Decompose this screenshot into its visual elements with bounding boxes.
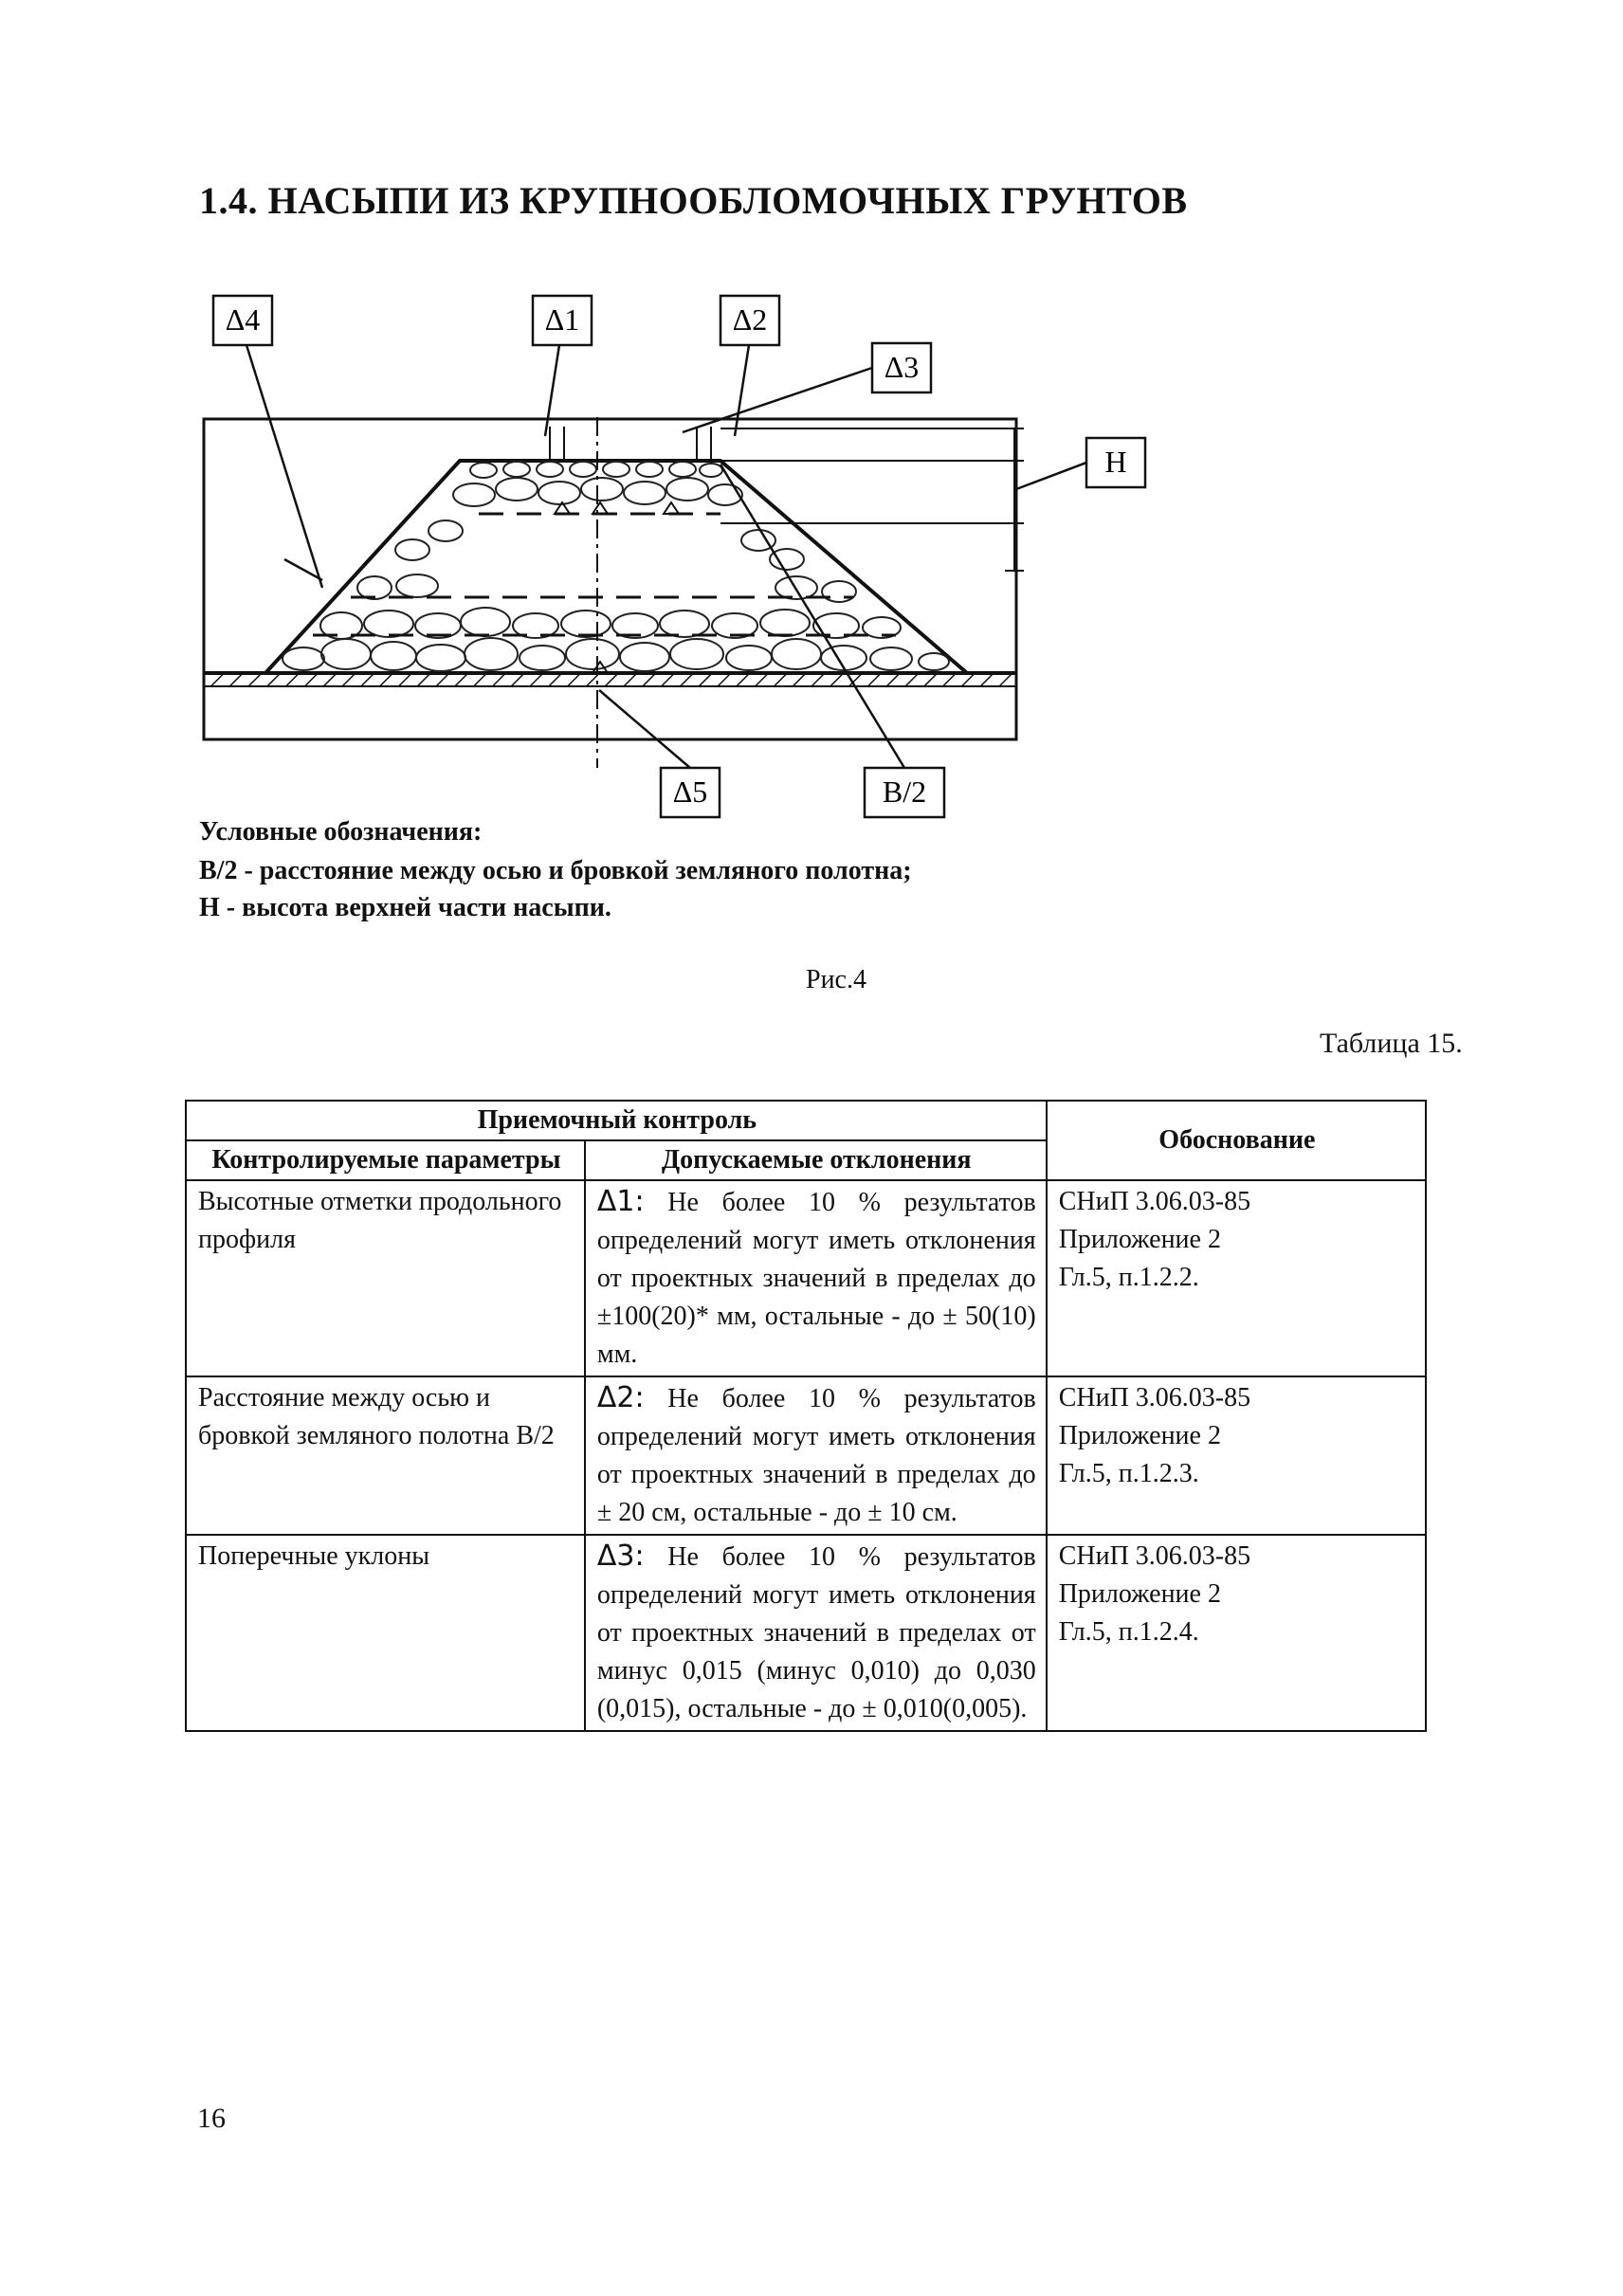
table-header-row-2: Контролируемые параметры Допускаемые отк…	[185, 1139, 1426, 1181]
delta-symbol: Δ3:	[596, 1540, 645, 1573]
stone-fill	[282, 461, 950, 672]
basis-norm: СНиП 3.06.03-85	[1058, 1383, 1251, 1412]
parameter-cell: Расстояние между осью и бровкой земляног…	[185, 1376, 586, 1536]
svg-text:Δ3: Δ3	[884, 350, 920, 384]
basis-clause: Гл.5, п.1.2.3.	[1058, 1459, 1199, 1488]
basis-appendix: Приложение 2	[1058, 1225, 1221, 1254]
group-header: Приемочный контроль	[185, 1100, 1048, 1141]
delta-symbol: Δ1:	[596, 1185, 645, 1218]
parameter-cell: Высотные отметки продольного профиля	[185, 1179, 586, 1377]
col-basis-header: Обоснование	[1045, 1100, 1428, 1181]
page-number: 16	[197, 2103, 226, 2134]
basis-clause: Гл.5, п.1.2.4.	[1058, 1617, 1199, 1647]
ground-hatch	[204, 673, 1016, 686]
basis-cell: СНиП 3.06.03-85 Приложение 2 Гл.5, п.1.2…	[1045, 1179, 1428, 1377]
deviation-cell: Δ2: Не более 10 % результатов определени…	[583, 1376, 1048, 1536]
legend-line-h: H - высота верхней части насыпи.	[199, 893, 611, 922]
basis-cell: СНиП 3.06.03-85 Приложение 2 Гл.5, п.1.2…	[1045, 1534, 1428, 1732]
svg-text:H: H	[1104, 445, 1126, 479]
svg-text:B/2: B/2	[883, 774, 926, 809]
label-d1: Δ1	[531, 294, 593, 347]
label-d3: Δ3	[870, 341, 933, 394]
table-row: Расстояние между осью и бровкой земляног…	[185, 1376, 1428, 1536]
embankment-body	[261, 459, 973, 675]
embankment-diagram: Δ4 Δ1 Δ2 Δ3 H Δ5 B/2	[202, 294, 1147, 819]
table-row: Высотные отметки продольного профиля Δ1:…	[185, 1179, 1428, 1377]
deviation-cell: Δ3: Не более 10 % результатов определени…	[583, 1534, 1048, 1732]
parameter-cell: Поперечные уклоны	[185, 1534, 586, 1732]
label-d4: Δ4	[211, 294, 274, 347]
legend-heading: Условные обозначения:	[199, 817, 483, 847]
basis-norm: СНиП 3.06.03-85	[1058, 1187, 1251, 1216]
table-row: Поперечные уклоны Δ3: Не более 10 % резу…	[185, 1534, 1428, 1732]
col-parameters-header: Контролируемые параметры	[185, 1139, 586, 1181]
diagram-frame	[202, 417, 1018, 741]
deviation-text: Не более 10 % результатов определений мо…	[596, 1188, 1036, 1369]
section-title: 1.4. НАСЫПИ ИЗ КРУПНООБЛОМОЧНЫХ ГРУНТОВ	[199, 179, 1188, 222]
svg-text:Δ5: Δ5	[673, 774, 708, 809]
basis-cell: СНиП 3.06.03-85 Приложение 2 Гл.5, п.1.2…	[1045, 1376, 1428, 1536]
label-d5: Δ5	[659, 766, 721, 819]
label-h: H	[1085, 436, 1147, 489]
label-d2: Δ2	[719, 294, 781, 347]
basis-clause: Гл.5, п.1.2.2.	[1058, 1263, 1199, 1292]
legend-line-b2: B/2 - расстояние между осью и бровкой зе…	[199, 856, 912, 885]
svg-text:Δ2: Δ2	[733, 302, 768, 337]
basis-appendix: Приложение 2	[1058, 1421, 1221, 1450]
col-deviations-header: Допускаемые отклонения	[583, 1139, 1048, 1181]
deviation-text: Не более 10 % результатов определений мо…	[596, 1384, 1036, 1527]
basis-norm: СНиП 3.06.03-85	[1058, 1541, 1251, 1571]
svg-text:Δ4: Δ4	[226, 302, 261, 337]
label-b2: B/2	[863, 766, 946, 819]
svg-text:Δ1: Δ1	[545, 302, 580, 337]
deviation-text: Не более 10 % результатов определений мо…	[596, 1542, 1036, 1723]
table-header-row-1: Приемочный контроль Обоснование	[185, 1100, 1428, 1181]
figure-caption: Рис.4	[806, 965, 866, 994]
delta-symbol: Δ2:	[596, 1381, 645, 1414]
leader-lines	[245, 344, 1087, 769]
table-number: Таблица 15.	[1320, 1028, 1463, 1059]
acceptance-control-table: Приемочный контроль Обоснование Контроли…	[185, 1100, 1428, 1732]
deviation-cell: Δ1: Не более 10 % результатов определени…	[583, 1179, 1048, 1377]
basis-appendix: Приложение 2	[1058, 1579, 1221, 1609]
